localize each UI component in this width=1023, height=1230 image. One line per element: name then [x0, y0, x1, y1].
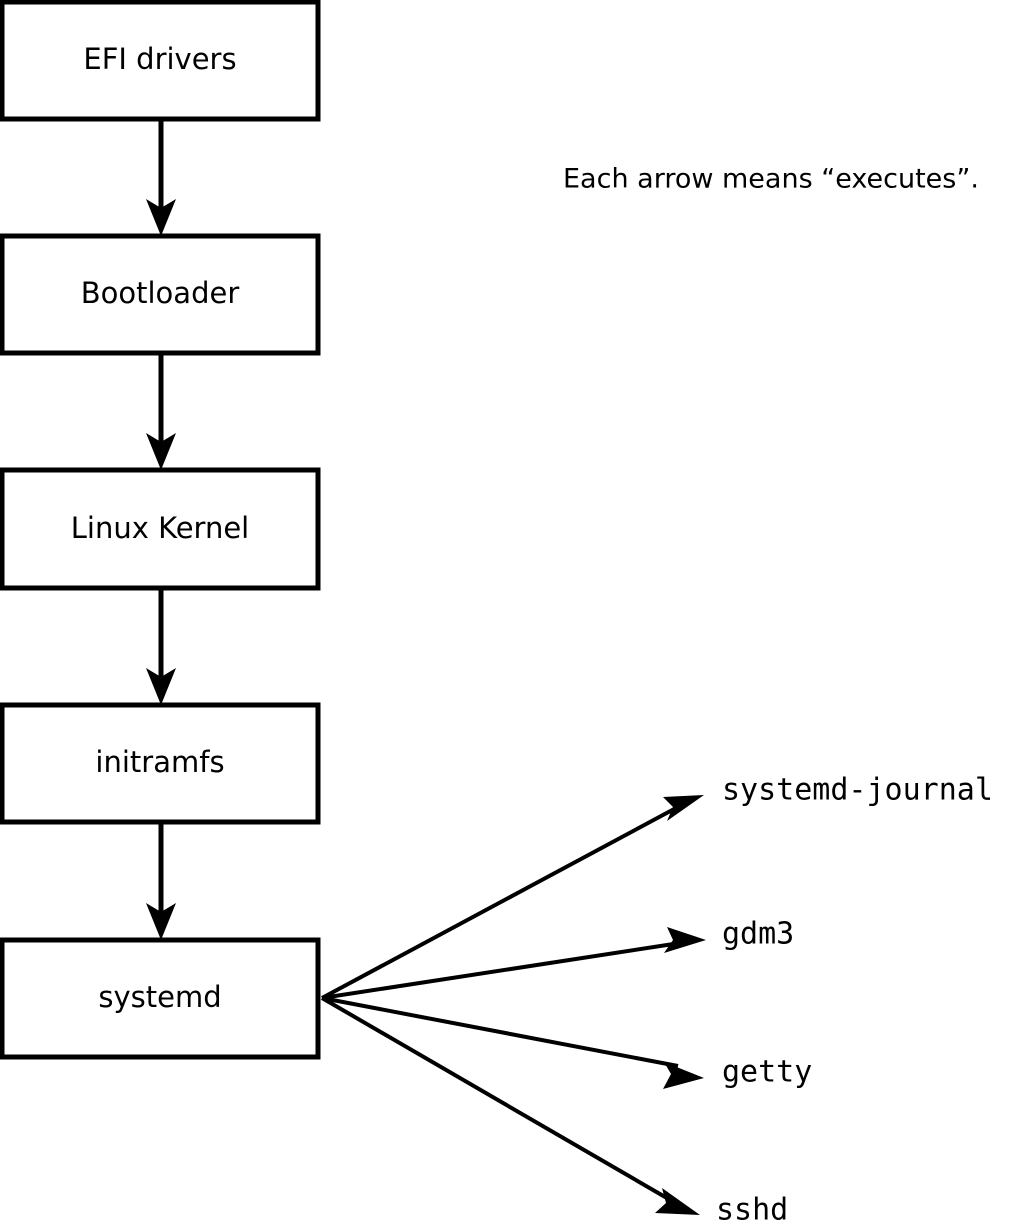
fanout-edge-gdm3: [321, 927, 706, 1000]
node-efi-drivers[interactable]: EFI drivers: [0, 0, 321, 122]
fanout-edge-systemd-journal: [321, 795, 704, 1000]
node-efi-drivers-label: EFI drivers: [83, 42, 236, 76]
node-linux-kernel-label: Linux Kernel: [71, 511, 249, 545]
fanout-edge-sshd: [320, 996, 700, 1215]
node-bootloader-rect[interactable]: [0, 233, 321, 356]
leaf-label-gdm3: gdm3: [722, 917, 794, 952]
chain-edge-kernel-to-initramfs: [146, 588, 176, 705]
chain-edge-bootloader-to-kernel: [146, 353, 176, 470]
node-initramfs-label: initramfs: [95, 745, 224, 779]
node-bootloader-label: Bootloader: [81, 276, 240, 310]
node-linux-kernel[interactable]: Linux Kernel: [0, 467, 321, 591]
node-initramfs-rect[interactable]: [0, 702, 321, 825]
leaf-label-sshd: sshd: [716, 1193, 788, 1228]
node-linux-kernel-rect[interactable]: [0, 467, 321, 591]
node-systemd-label: systemd: [98, 980, 221, 1014]
leaf-label-systemd-journal: systemd-journal: [722, 773, 993, 808]
chain-edge-initramfs-to-systemd: [146, 822, 176, 940]
node-systemd[interactable]: systemd: [0, 937, 321, 1060]
leaf-label-getty: getty: [722, 1055, 812, 1090]
node-efi-drivers-rect[interactable]: [0, 0, 321, 122]
chain-edge-efi-to-bootloader: [146, 119, 176, 236]
legend-caption: Each arrow means “executes”.: [563, 164, 979, 195]
fanout-edge-getty: [321, 996, 704, 1089]
node-systemd-rect[interactable]: [0, 937, 321, 1060]
node-initramfs[interactable]: initramfs: [0, 702, 321, 825]
node-bootloader[interactable]: Bootloader: [0, 233, 321, 356]
